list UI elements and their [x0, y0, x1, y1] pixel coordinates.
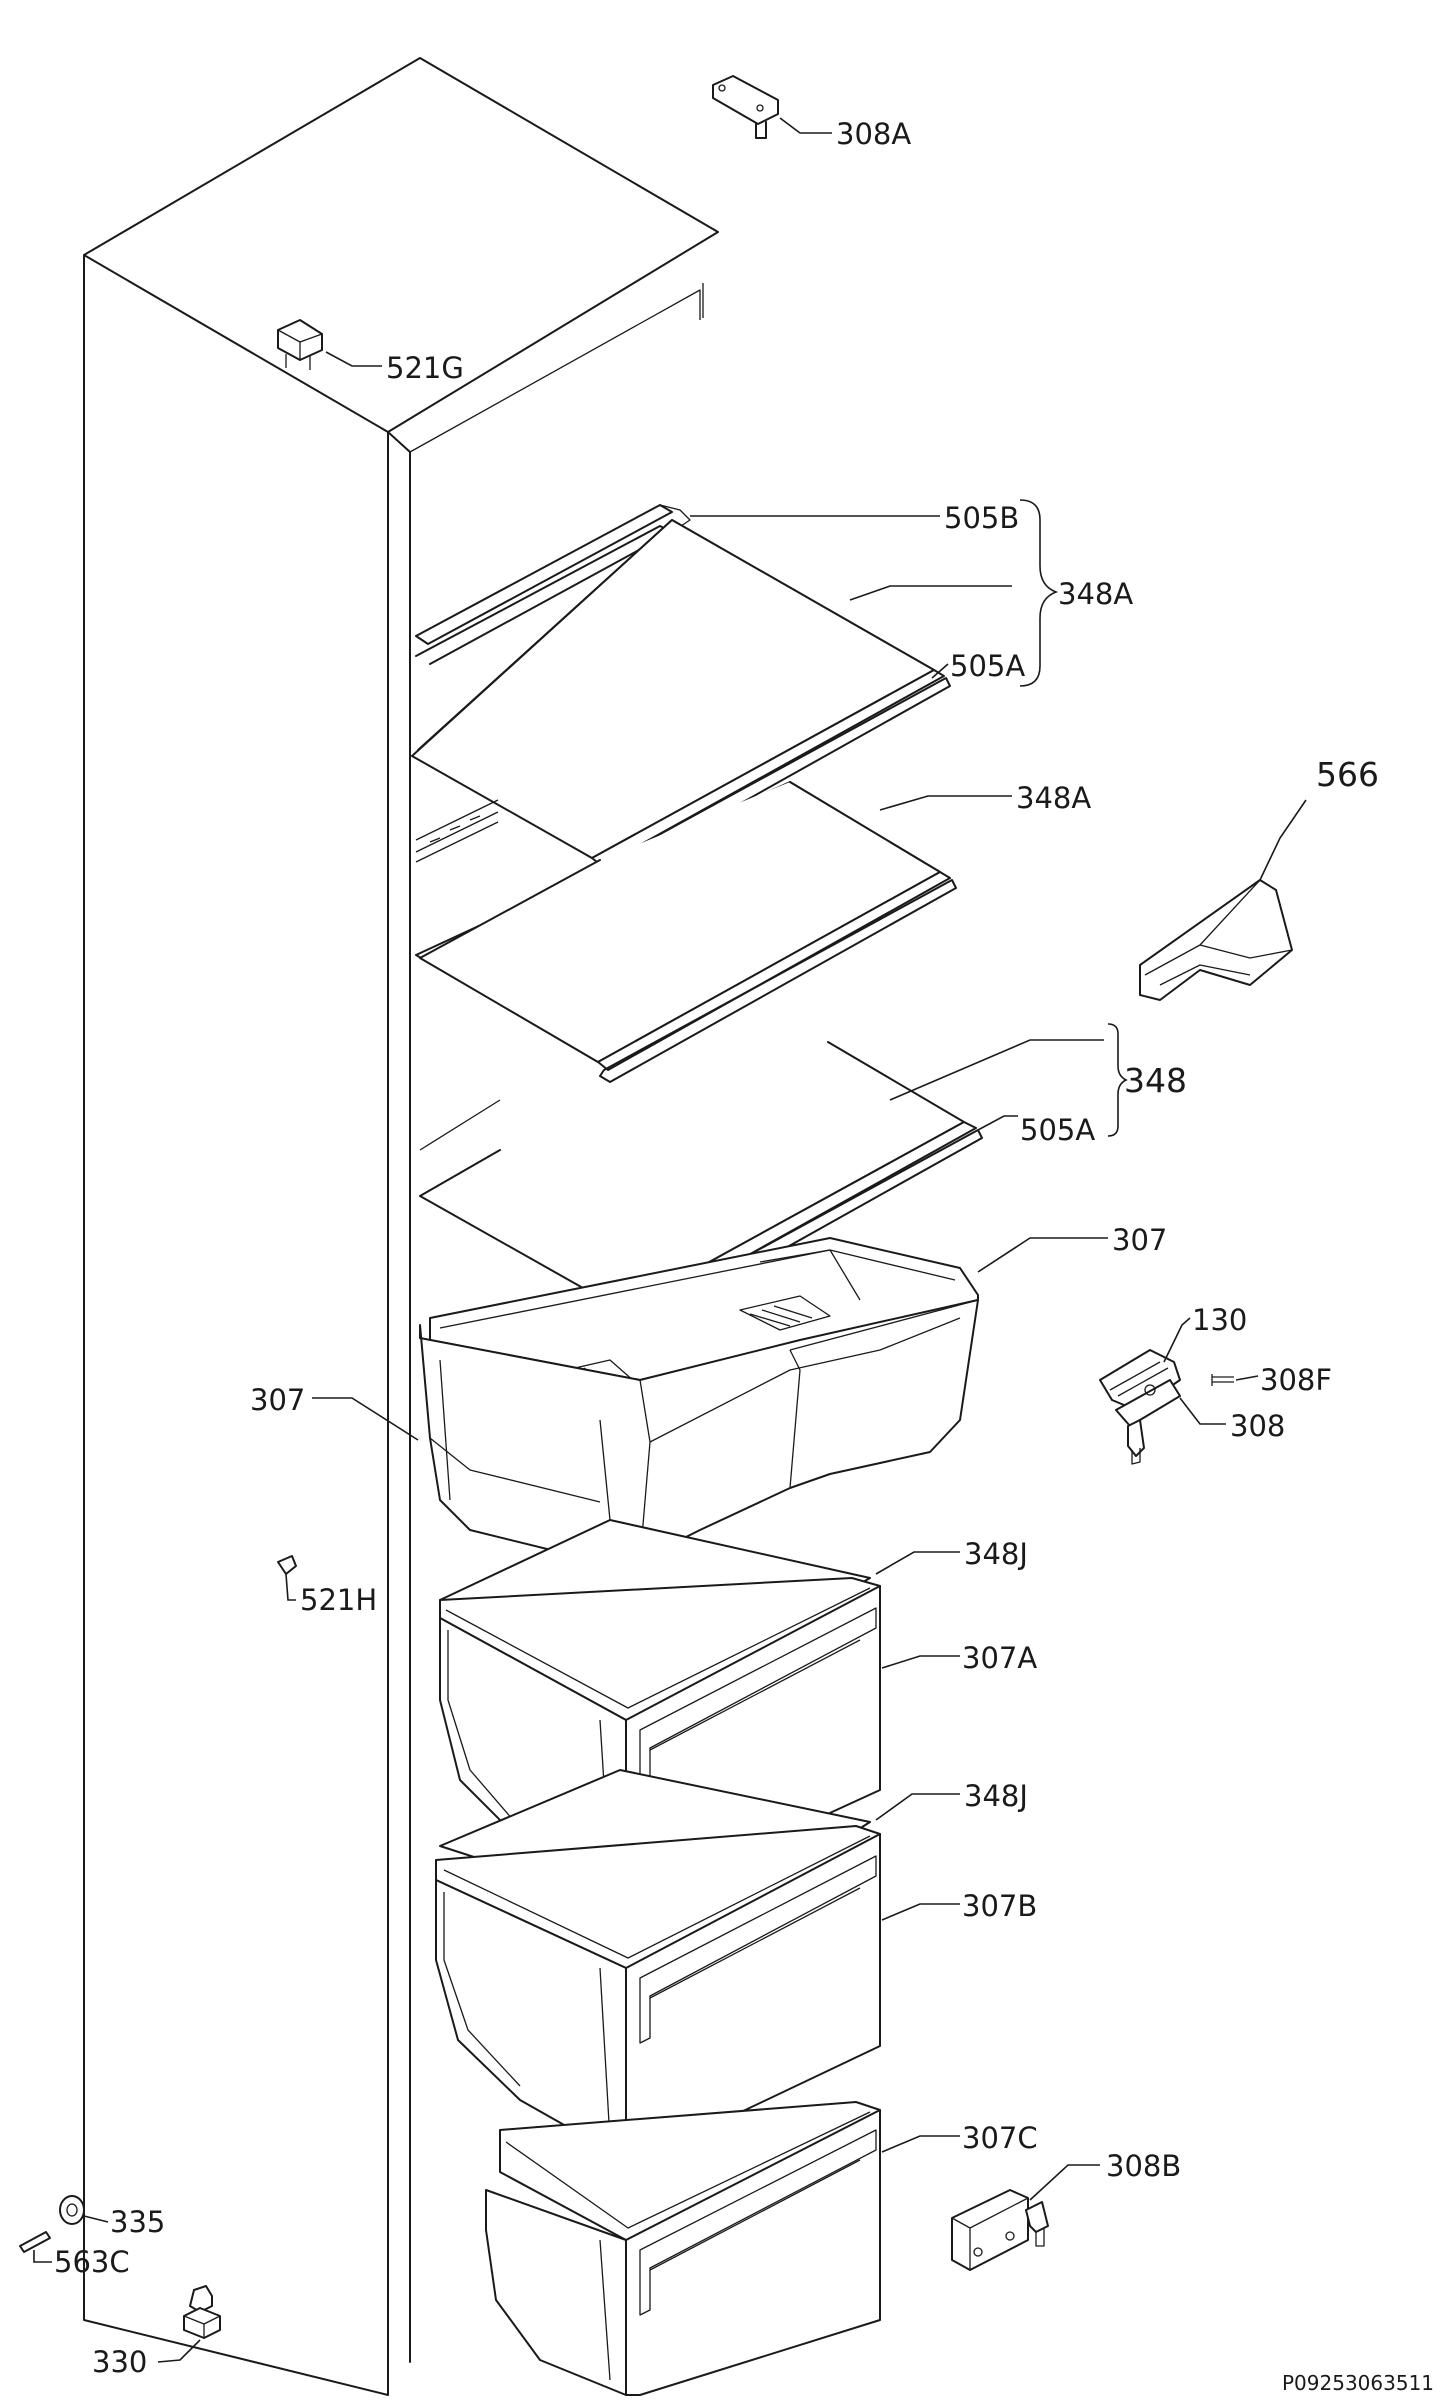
label-308F: 308F	[1260, 1363, 1332, 1397]
label-307-right: 307	[1112, 1223, 1167, 1257]
leader-348J-2	[875, 1793, 960, 1821]
cabinet	[83, 57, 719, 2396]
document-ref: P09253063511	[1282, 2371, 1434, 2395]
label-335: 335	[110, 2205, 165, 2239]
label-308B: 308B	[1106, 2149, 1181, 2183]
label-348A-1: 348A	[1058, 577, 1133, 611]
clip-521H	[277, 1555, 297, 1601]
leader-307-left	[312, 1397, 419, 1441]
label-348J-1: 348J	[964, 1537, 1028, 1571]
leader-348A-1	[849, 585, 1012, 601]
hinge-308B	[951, 2164, 1100, 2271]
leader-307-right	[977, 1237, 1108, 1273]
leader-348J-1	[875, 1551, 960, 1575]
brace-348A	[1019, 499, 1059, 687]
bracket-566: 566	[1139, 755, 1379, 1001]
shelf-348A-top	[411, 504, 951, 881]
label-348A-2: 348A	[1016, 781, 1091, 815]
leader-307B	[881, 1903, 960, 1921]
leader-348	[889, 1039, 1104, 1101]
crisper-drawer-307	[419, 1237, 979, 1566]
label-308: 308	[1230, 1409, 1285, 1443]
hinge-assembly-130	[1099, 1317, 1259, 1465]
label-307C: 307C	[962, 2121, 1038, 2155]
foot-330	[157, 2285, 221, 2363]
leader-505A-2	[977, 1115, 1018, 1131]
label-130: 130	[1192, 1303, 1247, 1337]
label-505B: 505B	[944, 501, 1019, 535]
label-348: 348	[1124, 1061, 1187, 1100]
leader-505A-1	[931, 663, 949, 679]
leader-348A-2	[879, 795, 1012, 811]
drawer-307C	[485, 2101, 881, 2396]
brace-348	[1107, 1023, 1128, 1137]
label-307A: 307A	[962, 1641, 1037, 1675]
leader-307C	[881, 2135, 960, 2153]
label-521G: 521G	[386, 351, 464, 385]
label-308A: 308A	[836, 117, 911, 151]
cabinet-rails	[415, 799, 499, 863]
label-348J-2: 348J	[964, 1779, 1028, 1813]
label-307-left: 307	[250, 1383, 305, 1417]
pin-563C	[19, 2231, 52, 2263]
label-521H: 521H	[300, 1583, 377, 1617]
label-307B: 307B	[962, 1889, 1037, 1923]
label-563C: 563C	[54, 2245, 130, 2279]
label-566: 566	[1316, 755, 1379, 794]
label-505A-2: 505A	[1020, 1113, 1095, 1147]
leader-307A	[881, 1655, 960, 1669]
drawer-307B	[435, 1825, 881, 2161]
part-335	[59, 2195, 109, 2225]
label-330: 330	[92, 2345, 147, 2379]
hinge-308A: 308A	[712, 75, 911, 151]
part-521G: 521G	[277, 319, 464, 385]
shelf-348A-second	[415, 781, 957, 1083]
label-505A-1: 505A	[950, 649, 1025, 683]
